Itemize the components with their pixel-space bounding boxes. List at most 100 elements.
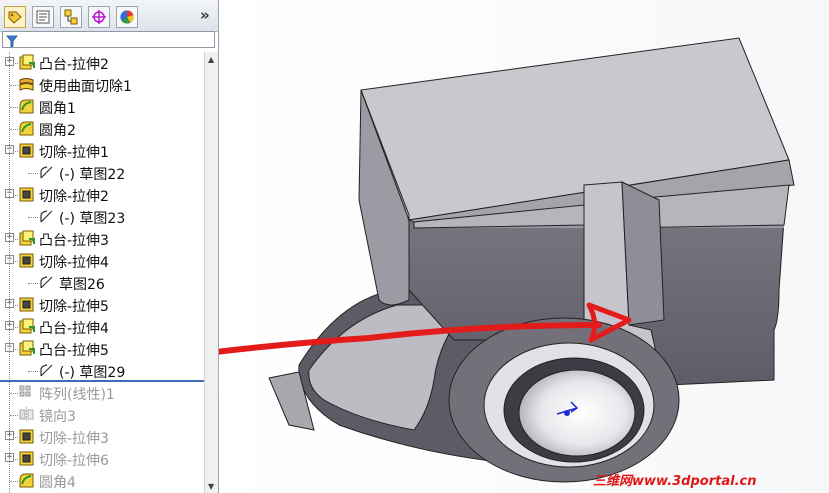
cut-extrude-icon — [18, 186, 35, 203]
feature-tree-item[interactable]: +凸台-拉伸2 — [0, 52, 204, 74]
feature-tree-item[interactable]: 草图26 — [0, 272, 204, 294]
feature-tree-item[interactable]: 使用曲面切除1 — [0, 74, 204, 96]
feature-label: 使用曲面切除1 — [39, 79, 132, 95]
scroll-down-arrow-icon[interactable]: ▼ — [208, 482, 215, 491]
display-manager-icon — [119, 9, 135, 25]
tree-guide-line — [10, 63, 18, 64]
fillet-icon — [18, 472, 35, 489]
feature-label: (-) 草图29 — [59, 365, 126, 381]
feature-tree-item[interactable]: −凸台-拉伸5 — [0, 338, 204, 360]
tree-guide-line — [10, 195, 18, 196]
tree-scrollbar[interactable]: ▲ ▼ — [204, 52, 218, 493]
feature-tree-item[interactable]: 圆角2 — [0, 118, 204, 140]
feature-tree-item[interactable]: 圆角1 — [0, 96, 204, 118]
feature-label: 切除-拉伸5 — [39, 299, 109, 315]
feature-label: 圆角1 — [39, 101, 76, 117]
feature-label: 切除-拉伸1 — [39, 145, 109, 161]
rollback-bar[interactable] — [0, 380, 204, 382]
feature-label: (-) 草图23 — [59, 211, 126, 227]
surface-cut-icon — [18, 76, 35, 93]
feature-manager-tab[interactable] — [4, 6, 26, 28]
sketch-icon — [38, 164, 55, 181]
tree-guide-line — [10, 261, 18, 262]
configuration-manager-tab[interactable] — [60, 6, 82, 28]
tree-filter-bar[interactable] — [2, 31, 215, 48]
tree-guide-line — [10, 305, 18, 306]
feature-label: 圆角2 — [39, 123, 76, 139]
fillet-icon — [18, 98, 35, 115]
feature-label: 切除-拉伸6 — [39, 453, 109, 469]
sketch-origin-icon — [556, 401, 579, 416]
feature-tree-icon — [7, 9, 23, 25]
feature-label: 圆角4 — [39, 475, 76, 491]
sketch-icon — [38, 362, 55, 379]
display-manager-tab[interactable] — [116, 6, 138, 28]
feature-label: 阵列(线性)1 — [39, 387, 115, 403]
feature-tree-item[interactable]: 圆角4 — [0, 470, 204, 492]
feature-tree-item[interactable]: +凸台-拉伸4 — [0, 316, 204, 338]
feature-label: 切除-拉伸4 — [39, 255, 109, 271]
watermark: 三维网www.3dportal.cn — [593, 474, 757, 489]
cut-extrude-icon — [18, 428, 35, 445]
tree-guide-line — [10, 129, 18, 130]
tree-guide-line — [10, 481, 18, 482]
tree-guide-line — [10, 349, 18, 350]
feature-tree-item[interactable]: −切除-拉伸4 — [0, 250, 204, 272]
feature-tree-item[interactable]: −切除-拉伸2 — [0, 184, 204, 206]
filter-icon[interactable] — [6, 33, 18, 52]
graphics-area[interactable] — [219, 0, 829, 493]
feature-tree-item[interactable]: (-) 草图29 — [0, 360, 204, 382]
tree-guide-line — [10, 85, 18, 86]
tree-guide-line — [28, 283, 38, 284]
tree-guide-line — [10, 393, 18, 394]
feature-label: (-) 草图22 — [59, 167, 126, 183]
boss-extrude-icon — [18, 340, 35, 357]
property-manager-tab[interactable] — [32, 6, 54, 28]
feature-tree-item[interactable]: +凸台-拉伸3 — [0, 228, 204, 250]
dimxpert-manager-tab[interactable] — [88, 6, 110, 28]
3d-part-model[interactable] — [219, 0, 829, 493]
more-tabs-button[interactable]: » — [200, 6, 210, 24]
feature-label: 凸台-拉伸4 — [39, 321, 109, 337]
boss-extrude-icon — [18, 230, 35, 247]
feature-label: 凸台-拉伸5 — [39, 343, 109, 359]
feature-tree-item[interactable]: 镜向3 — [0, 404, 204, 426]
tree-guide-line — [10, 151, 18, 152]
feature-tree-item[interactable]: +切除-拉伸3 — [0, 426, 204, 448]
feature-label: 切除-拉伸3 — [39, 431, 109, 447]
tree-trunk-line — [9, 52, 10, 493]
tree-guide-line — [10, 107, 18, 108]
tree-guide-line — [10, 437, 18, 438]
feature-label: 切除-拉伸2 — [39, 189, 109, 205]
tree-guide-line — [10, 459, 18, 460]
feature-tree-item[interactable]: 阵列(线性)1 — [0, 382, 204, 404]
feature-tree-item[interactable]: +切除-拉伸5 — [0, 294, 204, 316]
feature-tree-item[interactable]: (-) 草图22 — [0, 162, 204, 184]
cut-extrude-icon — [18, 296, 35, 313]
cut-extrude-icon — [18, 450, 35, 467]
configuration-manager-icon — [63, 9, 79, 25]
tree-guide-line — [10, 239, 18, 240]
feature-tree-item[interactable]: (-) 草图23 — [0, 206, 204, 228]
feature-tree-item[interactable]: +切除-拉伸6 — [0, 448, 204, 470]
tree-guide-line — [28, 217, 38, 218]
linear-pattern-icon — [18, 384, 35, 401]
cut-extrude-icon — [18, 252, 35, 269]
sketch-icon — [38, 208, 55, 225]
feature-label: 凸台-拉伸3 — [39, 233, 109, 249]
red-arrow — [219, 302, 632, 355]
mirror-icon — [18, 406, 35, 423]
tree-guide-line — [10, 327, 18, 328]
cut-extrude-icon — [18, 142, 35, 159]
boss-extrude-icon — [18, 54, 35, 71]
scroll-up-arrow-icon[interactable]: ▲ — [208, 55, 215, 64]
dimxpert-icon — [91, 9, 107, 25]
tree-guide-line — [28, 371, 38, 372]
feature-label: 镜向3 — [39, 409, 76, 425]
fillet-icon — [18, 120, 35, 137]
property-manager-icon — [35, 9, 51, 25]
feature-tree-item[interactable]: −切除-拉伸1 — [0, 140, 204, 162]
feature-label: 凸台-拉伸2 — [39, 57, 109, 73]
